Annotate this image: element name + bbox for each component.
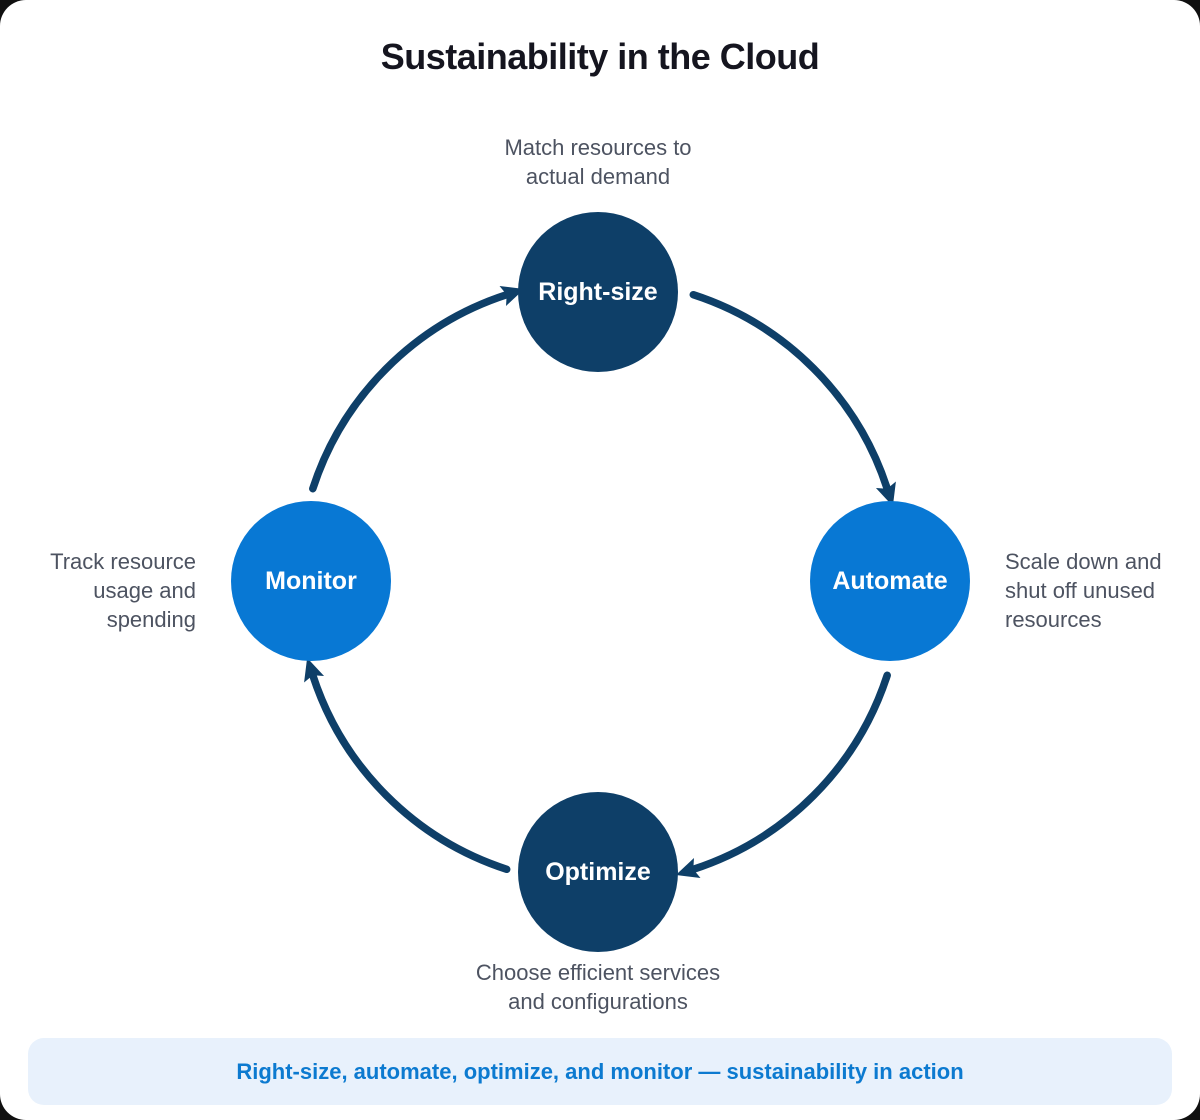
- node-automate-label: Automate: [832, 566, 948, 595]
- summary-banner: Right-size, automate, optimize, and moni…: [28, 1038, 1172, 1105]
- node-right-size: Right-size: [518, 212, 678, 372]
- arrow-automate-to-optimize: [675, 671, 891, 879]
- node-right-size-label: Right-size: [538, 277, 658, 306]
- node-optimize-label: Optimize: [545, 857, 651, 886]
- node-monitor-label: Monitor: [265, 566, 357, 595]
- page-title: Sustainability in the Cloud: [380, 36, 820, 77]
- arrow-rightsize-to-automate: [689, 290, 896, 507]
- node-automate: Automate: [810, 501, 970, 661]
- caption-right-size: Match resources to actual demand: [504, 135, 692, 189]
- node-monitor: Monitor: [231, 501, 391, 661]
- arrow-monitor-to-rightsize: [309, 285, 525, 493]
- node-optimize: Optimize: [518, 792, 678, 952]
- arrow-optimize-to-monitor: [304, 657, 511, 874]
- caption-optimize: Choose efficient services and configurat…: [475, 960, 721, 1014]
- summary-banner-text: Right-size, automate, optimize, and moni…: [236, 1058, 964, 1084]
- caption-monitor: Track resource usage and spending: [50, 549, 196, 632]
- caption-automate: Scale down and shut off unused resources: [1005, 549, 1162, 632]
